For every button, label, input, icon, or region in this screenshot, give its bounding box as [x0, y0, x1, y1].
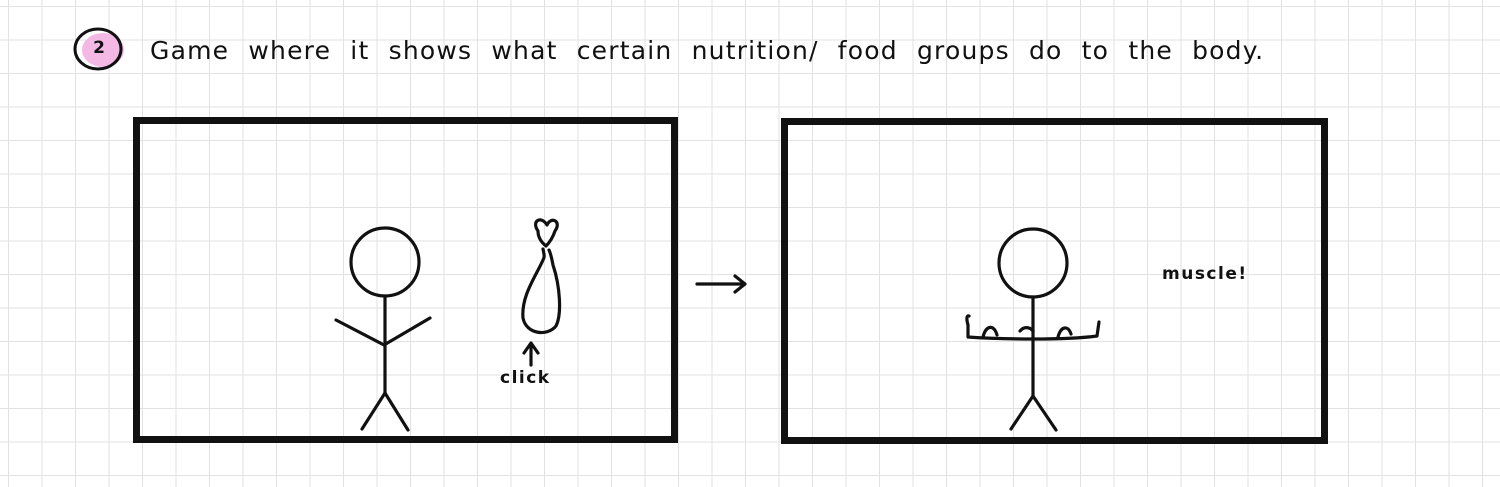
stick-figure-neutral — [334, 226, 432, 432]
step-badge: 2 — [72, 27, 130, 71]
drumstick-icon[interactable] — [521, 218, 562, 335]
arrow-right-icon — [695, 274, 747, 294]
storyboard-panel-after — [781, 118, 1328, 444]
pointer-arrow-icon — [522, 341, 540, 367]
page-title: Game where it shows what certain nutriti… — [150, 36, 1265, 65]
stick-figure-flexing — [965, 227, 1101, 432]
storyboard-panel-before — [133, 117, 678, 443]
muscle-label: muscle! — [1162, 264, 1248, 284]
click-label: click — [500, 368, 551, 388]
step-circle-icon — [73, 27, 124, 71]
step-number: 2 — [93, 38, 105, 58]
